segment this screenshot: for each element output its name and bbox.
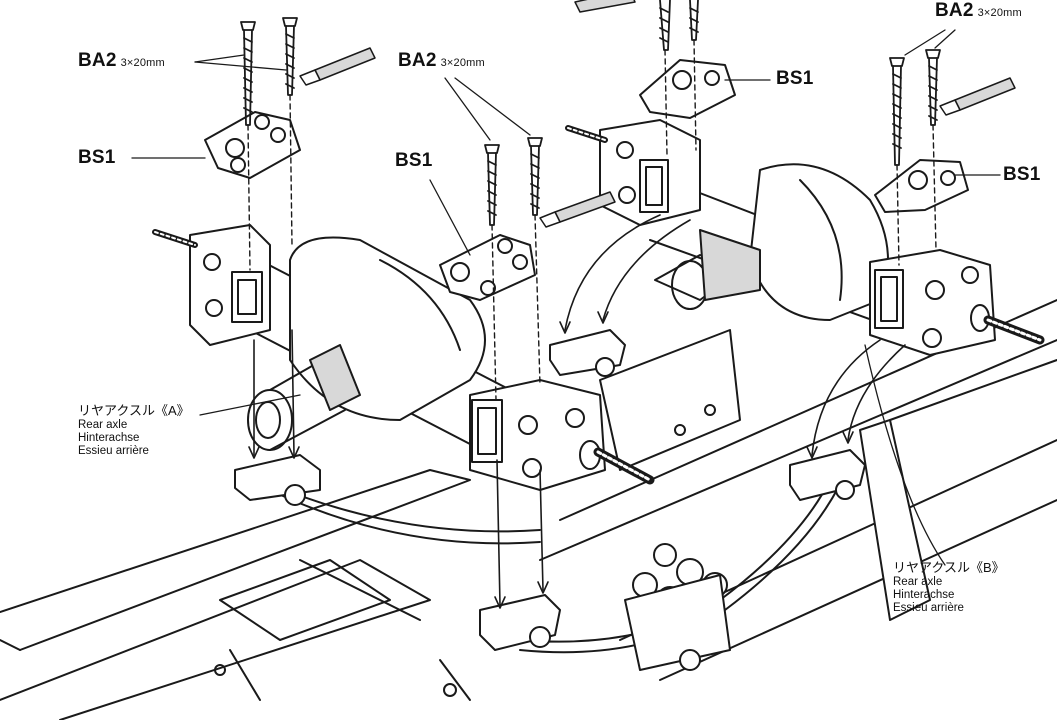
rear-axle-b-label: リヤアクスル《B》 Rear axle Hinterachse Essieu a…	[893, 560, 1005, 614]
bracket-label-2: BS1	[395, 150, 433, 171]
bracket-label-4: BS1	[1003, 164, 1041, 185]
spring-mounts	[234, 329, 866, 671]
chassis-frame	[0, 299, 1057, 720]
leader-lines	[131, 29, 1001, 566]
bs1-brackets	[204, 59, 969, 301]
bracket-label-3: BS1	[776, 68, 814, 89]
guide-lines	[247, 39, 937, 401]
rear-axle-b	[565, 119, 1045, 356]
arrow-guides	[248, 214, 906, 609]
bracket-label-1: BS1	[78, 147, 116, 168]
threadlock-tubes	[299, 0, 1016, 228]
rear-axle-a-label: リヤアクスル《A》 Rear axle Hinterachse Essieu a…	[78, 403, 190, 457]
